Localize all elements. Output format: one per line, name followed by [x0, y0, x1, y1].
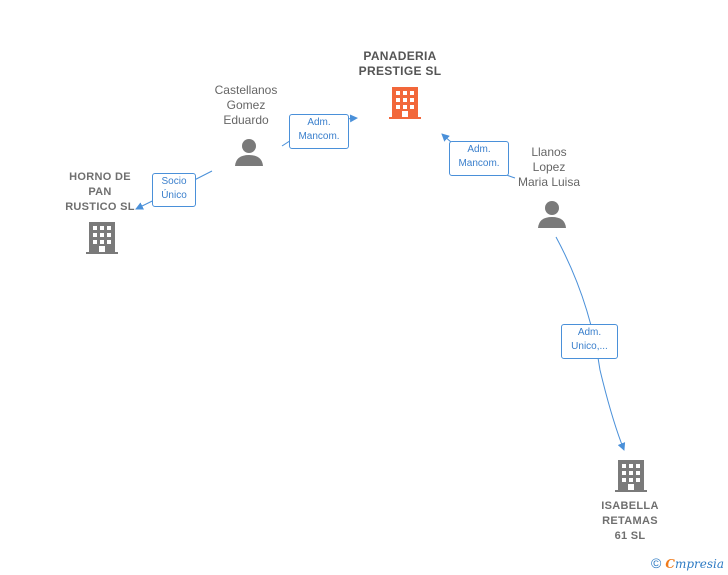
node-label-horno: HORNO DE PAN RUSTICO SL [50, 170, 150, 215]
node-label-line: HORNO DE [69, 171, 131, 183]
edge-label-line: Adm. [467, 144, 491, 155]
node-label-line: 61 SL [614, 530, 646, 542]
brand-logo-text: mpresia [674, 557, 724, 571]
node-label-panaderia: PANADERIA PRESTIGE SL [330, 49, 470, 79]
edge-label-llanos-panaderia[interactable]: Adm. Mancom. [449, 141, 509, 176]
person-icon-llanos[interactable] [537, 199, 567, 229]
edge-label-castellanos-panaderia[interactable]: Adm. Mancom. [289, 114, 349, 149]
edge-label-line: Mancom. [458, 158, 500, 169]
building-icon-horno[interactable] [86, 221, 118, 255]
node-label-castellanos: Castellanos Gomez Eduardo [196, 83, 296, 128]
person-icon-castellanos[interactable] [234, 137, 264, 167]
edge-label-line: Adm. [577, 327, 602, 338]
node-label-isabella: ISABELLA RETAMAS 61 SL [580, 499, 680, 544]
node-label-line: RUSTICO SL [65, 201, 135, 213]
node-label-line: PRESTIGE SL [358, 64, 442, 78]
edge-label-line: Mancom. [298, 131, 340, 142]
node-label-llanos: Llanos Lopez Maria Luisa [499, 145, 599, 190]
node-label-line: RETAMAS [602, 515, 658, 527]
edge-label-line: Adm. [307, 117, 331, 128]
copyright-symbol: © [651, 555, 662, 571]
edge-llanos-isabella [555, 236, 626, 451]
node-label-line: PAN [88, 186, 112, 198]
node-label-line: PANADERIA [363, 49, 437, 63]
building-icon-isabella[interactable] [615, 459, 647, 493]
edge-label-llanos-isabella[interactable]: Adm. Unico,... [561, 324, 618, 359]
node-label-line: ISABELLA [601, 500, 659, 512]
node-label-line: Llanos [531, 145, 567, 159]
building-icon-panaderia[interactable] [389, 86, 421, 120]
edge-label-line: Socio [161, 176, 187, 187]
node-label-line: Castellanos [214, 83, 278, 97]
edge-label-castellanos-horno[interactable]: Socio Único [152, 173, 196, 207]
node-label-line: Eduardo [223, 113, 269, 127]
footer-brand: ©Cmpresia [651, 555, 724, 571]
node-label-line: Lopez [532, 160, 566, 174]
edge-label-line: Unico,... [571, 341, 608, 352]
edge-label-line: Único [161, 190, 187, 201]
node-label-line: Maria Luisa [517, 175, 581, 189]
brand-logo-letter: C [665, 557, 675, 571]
node-label-line: Gomez [226, 98, 266, 112]
